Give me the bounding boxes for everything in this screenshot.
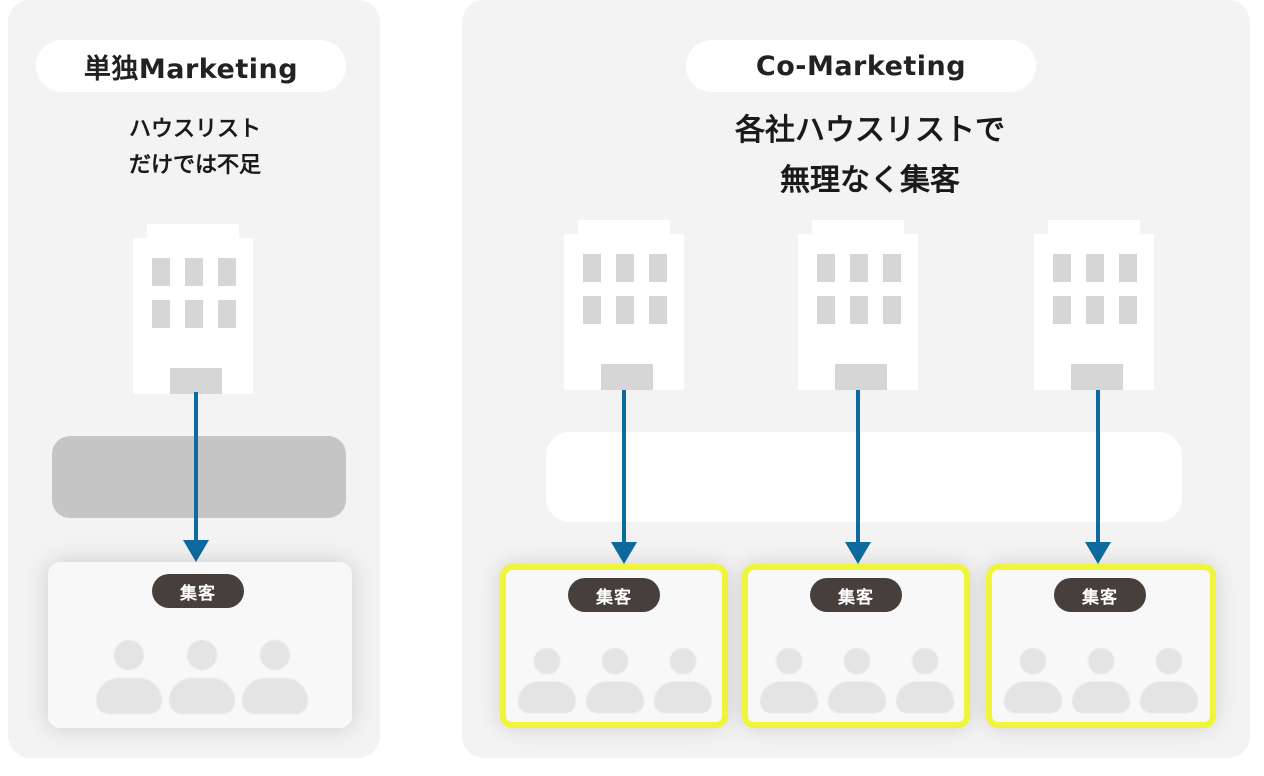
solo-heading: ハウスリスト だけでは不足	[60, 112, 330, 184]
person-icon	[586, 648, 645, 714]
person-icon	[760, 648, 819, 714]
co-marketing-label: Co-Marketing	[686, 40, 1036, 92]
co-heading: 各社ハウスリストで 無理なく集客	[620, 106, 1120, 206]
audience-card-co-1: 集客	[500, 564, 728, 728]
shared-platform-band	[546, 432, 1182, 522]
person-icon	[169, 640, 235, 714]
person-icon	[654, 648, 713, 714]
arrow-down-icon	[845, 390, 871, 564]
audience-card-co-2: 集客	[742, 564, 970, 728]
arrow-down-icon	[1085, 390, 1111, 564]
audience-card-solo: 集客	[48, 562, 352, 728]
arrow-down-icon	[183, 392, 209, 562]
solo-heading-line2: だけでは不足	[128, 153, 261, 178]
building-icon	[798, 220, 918, 390]
person-icon	[96, 640, 162, 714]
arrow-down-icon	[611, 390, 637, 564]
building-icon	[564, 220, 684, 390]
list-barrier-band	[52, 436, 346, 518]
person-icon	[518, 648, 577, 714]
person-icon	[896, 648, 955, 714]
solo-marketing-label: 単独Marketing	[36, 40, 346, 92]
audience-badge: 集客	[1054, 578, 1146, 612]
person-icon	[828, 648, 887, 714]
audience-badge: 集客	[810, 578, 902, 612]
audience-badge: 集客	[152, 574, 244, 608]
solo-heading-line1: ハウスリスト	[128, 117, 261, 142]
person-icon	[1072, 648, 1131, 714]
co-heading-line2: 無理なく集客	[780, 163, 960, 198]
person-icon	[1004, 648, 1063, 714]
person-icon	[1140, 648, 1199, 714]
audience-card-co-3: 集客	[986, 564, 1216, 728]
audience-badge: 集客	[568, 578, 660, 612]
building-icon	[133, 224, 253, 394]
co-heading-line1: 各社ハウスリストで	[735, 113, 1005, 148]
building-icon	[1034, 220, 1154, 390]
person-icon	[242, 640, 308, 714]
